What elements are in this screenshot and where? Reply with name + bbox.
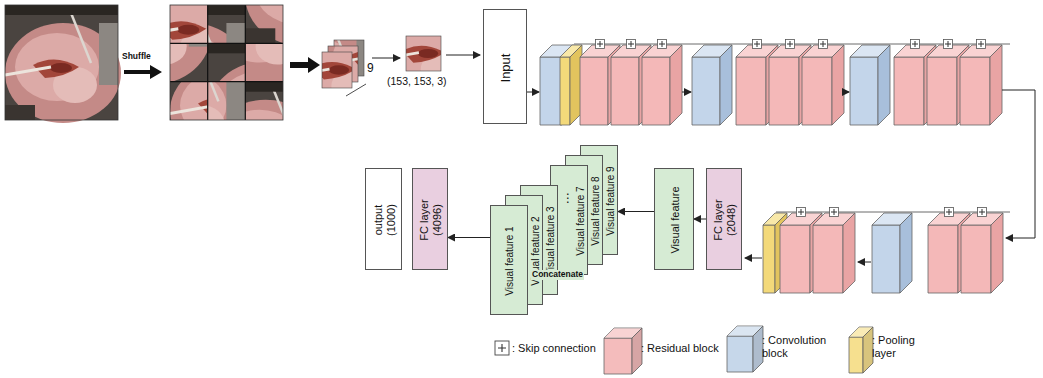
- connector-arrow: [448, 237, 490, 238]
- shape-label: (153, 153, 3): [387, 75, 447, 87]
- legend-swatch: [726, 325, 764, 373]
- node-text: FC layer (4096): [418, 191, 443, 249]
- legend-text: : Residual block: [641, 342, 725, 355]
- legend-text: : Convolution block: [762, 334, 842, 360]
- legend-text: : Skip connection: [512, 342, 604, 355]
- single-patch: [377, 0, 484, 104]
- input-box: Input: [483, 9, 527, 124]
- node-text: output (1000): [372, 195, 397, 245]
- node-text: Visual feature 1: [504, 211, 516, 311]
- endoscopy-image: [5, 5, 121, 123]
- legend-cube: [726, 325, 764, 373]
- node-text: Visual feature 2: [530, 201, 542, 301]
- legend-text: : Pooling layer: [872, 334, 936, 360]
- count-label: 9: [367, 62, 374, 76]
- node-text: FC layer (2048): [712, 191, 737, 249]
- node-text: Visual feature 7: [575, 171, 587, 271]
- node-text: Visual feature 8: [590, 161, 602, 261]
- arrow: [290, 57, 320, 73]
- arrow: [446, 55, 480, 56]
- shuffle-arrow: [124, 65, 162, 79]
- step-label: Shuffle: [122, 52, 151, 62]
- visual-feature-box: Visual feature: [654, 168, 694, 270]
- fc-layer-box: FC layer (2048): [706, 168, 742, 270]
- ellipsis: ⋮: [561, 192, 575, 206]
- resnet-row-2: [745, 208, 1010, 294]
- feature-card: Visual feature 1: [490, 205, 528, 315]
- skip-connection-symbol: [495, 341, 509, 355]
- concatenate-label: Concatenate: [531, 270, 584, 280]
- legend-cube: [603, 327, 643, 375]
- arrow: [372, 58, 400, 59]
- shuffled-grid: [95, 0, 362, 200]
- legend-swatch: [603, 327, 643, 375]
- connector-arrow: [618, 211, 654, 212]
- node-text: Input: [499, 18, 514, 118]
- fc-layer-box: FC layer (4096): [412, 168, 448, 270]
- legend-swatch: [848, 326, 874, 374]
- output-box: output (1000): [365, 168, 402, 270]
- node-text: Visual feature: [669, 173, 682, 267]
- connector-arrow: [694, 219, 706, 220]
- node-text: Visual feature 9: [605, 151, 617, 251]
- legend-cube: [848, 326, 874, 374]
